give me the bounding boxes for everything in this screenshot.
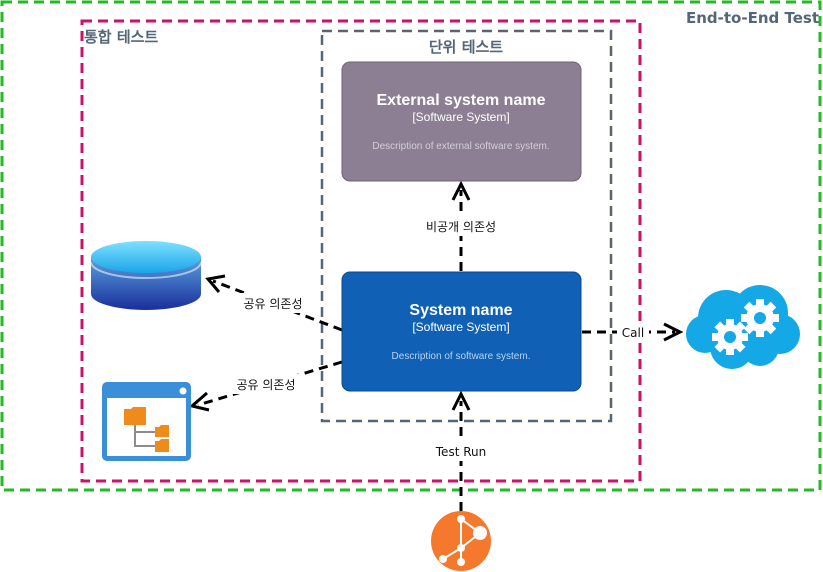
hierarchy-window-icon[interactable] — [102, 382, 191, 461]
system-box[interactable]: System name [Software System] Descriptio… — [341, 271, 582, 392]
edge-label-call: Call — [622, 326, 644, 340]
edge-private-dependency: 비공개 의존성 — [418, 180, 504, 271]
git-branch-icon[interactable] — [431, 511, 491, 571]
cloud-gears-icon[interactable] — [686, 285, 800, 369]
edge-label-shared-db: 공유 의존성 — [243, 297, 302, 311]
external-system-subtitle: [Software System] — [412, 110, 509, 124]
integration-boundary — [80, 19, 642, 483]
system-subtitle: [Software System] — [412, 320, 509, 334]
edge-shared-app: 공유 의존성 — [188, 360, 343, 412]
edge-shared-db: 공유 의존성 — [205, 274, 343, 332]
edge-test-run: Test Run — [431, 390, 491, 511]
edge-label-private: 비공개 의존성 — [426, 220, 496, 234]
e2e-boundary — [0, 0, 822, 492]
database-icon[interactable] — [90, 241, 202, 310]
e2e-boundary-label: End-to-End Test — [686, 9, 819, 27]
external-system-title: External system name — [377, 92, 546, 109]
system-description: Description of software system. — [392, 351, 531, 362]
system-title: System name — [409, 302, 512, 319]
edge-label-test-run: Test Run — [435, 445, 486, 459]
unit-boundary — [320, 29, 613, 423]
edge-label-shared-app: 공유 의존성 — [236, 378, 295, 392]
external-system-description: Description of external software system. — [372, 141, 549, 152]
external-system-box[interactable]: External system name [Software System] D… — [341, 61, 582, 182]
unit-boundary-label: 단위 테스트 — [429, 38, 503, 56]
integration-boundary-label: 통합 테스트 — [84, 28, 158, 46]
edge-call: Call — [582, 322, 684, 342]
